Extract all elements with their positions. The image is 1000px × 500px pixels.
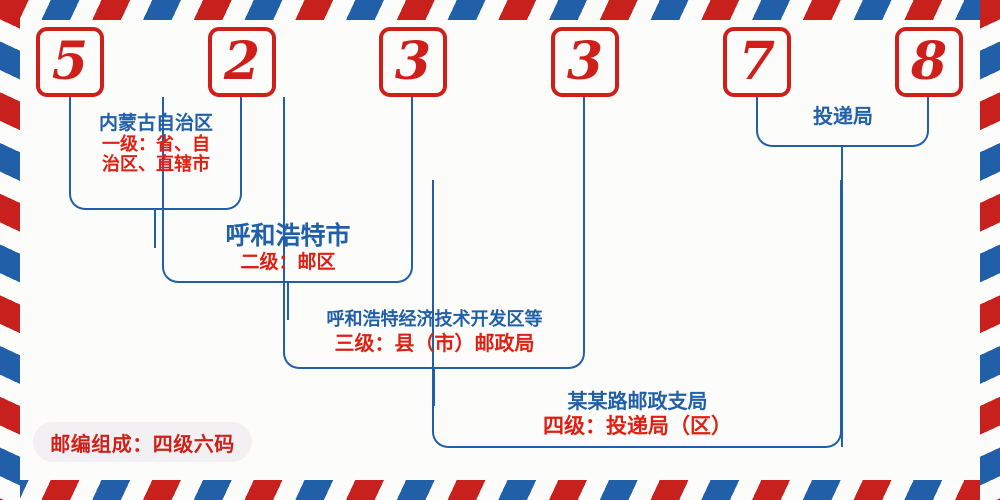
digit-box-2[interactable]: 2 (208, 27, 276, 97)
airmail-border-left (0, 0, 20, 500)
label-level-3-title: 呼和浩特经济技术开发区等 (326, 309, 543, 330)
stem-delivery-office (841, 147, 843, 447)
stem-level-2 (287, 283, 289, 320)
label-level-1: 内蒙古自治区 一级：省、自 治区、直辖市 (70, 112, 242, 176)
digit-box-4[interactable]: 3 (551, 27, 619, 97)
digit-value-1: 5 (51, 31, 89, 92)
airmail-border-right (980, 0, 1000, 500)
stem-level-1 (154, 210, 156, 248)
label-level-1-title: 内蒙古自治区 (98, 112, 213, 134)
bracket-level-1 (69, 97, 242, 210)
bracket-level-2 (162, 97, 413, 283)
digit-value-6: 8 (910, 31, 948, 92)
bracket-level-4 (432, 180, 842, 448)
digit-value-5: 7 (738, 31, 776, 92)
digit-box-5[interactable]: 7 (723, 27, 791, 97)
label-delivery-office: 投递局 (757, 104, 929, 128)
label-level-3-sub: 三级：县（市）邮政局 (334, 331, 535, 356)
label-level-3: 呼和浩特经济技术开发区等 三级：县（市）邮政局 (284, 309, 585, 356)
airmail-border-top (0, 0, 1000, 20)
label-delivery-office-title: 投递局 (813, 104, 873, 128)
footer-badge: 邮编组成：四级六码 (33, 422, 252, 462)
label-level-2-sub: 二级：邮区 (240, 251, 336, 273)
footer-badge-text: 邮编组成：四级六码 (50, 431, 235, 456)
digit-value-2: 2 (223, 31, 261, 92)
label-level-1-sub-line-2: 治区、直辖市 (102, 154, 210, 176)
label-level-2-title: 呼和浩特市 (225, 221, 351, 250)
label-level-1-sub-line-1: 一级：省、自 (102, 134, 210, 156)
digit-box-3[interactable]: 3 (379, 27, 447, 97)
bracket-delivery-office (756, 97, 929, 147)
digit-box-6[interactable]: 8 (895, 27, 963, 97)
label-level-4-title: 某某路邮政支局 (567, 389, 708, 413)
digit-value-3: 3 (394, 31, 432, 92)
digit-value-4: 3 (566, 31, 604, 92)
stem-level-3 (433, 369, 435, 406)
airmail-border-bottom (0, 480, 1000, 500)
digit-box-1[interactable]: 5 (36, 27, 104, 97)
label-level-4-sub: 四级：投递局（区） (543, 414, 732, 439)
label-level-2: 呼和浩特市 二级：邮区 (163, 222, 413, 273)
label-level-4: 某某路邮政支局 四级：投递局（区） (433, 390, 842, 439)
bracket-level-3 (283, 97, 585, 369)
